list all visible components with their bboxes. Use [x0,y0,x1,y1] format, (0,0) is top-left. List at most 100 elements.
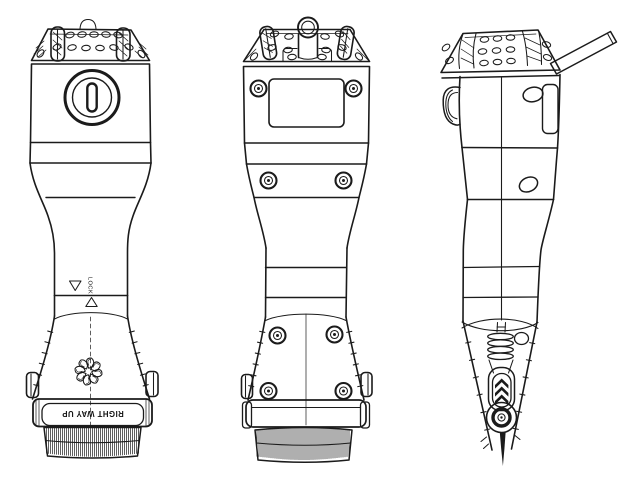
vent-hole [354,52,364,61]
vent-hole [101,31,111,38]
down-triangle-icon [68,280,82,292]
access-panel [268,78,345,128]
arming-rod [549,30,618,75]
vent-hole [445,56,454,65]
front-upper-body [29,63,152,164]
pinwheel-icon [74,357,103,386]
vent-hole [81,44,91,52]
vent-hole [337,44,347,51]
vent-hole [109,44,119,51]
rear-crown-cap [242,16,371,63]
lock-label: LOCK [87,277,93,294]
vent-hole [479,36,490,43]
side-lower-body [462,198,555,323]
chevron-icon [495,378,509,405]
edge-notches [33,330,536,431]
vent-hole [95,44,105,52]
base-foot [241,401,253,429]
vent-hole [492,58,503,66]
keyhole-icon [63,69,121,126]
oval-port [513,331,530,346]
side-panel [541,83,559,135]
vent-hole [321,46,331,54]
spike [499,432,506,466]
side-view [440,29,618,466]
vent-hole [287,53,297,61]
arming-prong [336,25,355,61]
rear-view [240,16,373,463]
vent-hole [124,43,134,51]
vent-hole [67,44,77,51]
front-lower-body [29,162,152,317]
wheel-icon [485,401,518,434]
rear-base [240,79,373,463]
rear-upper-body [242,65,371,165]
vent-hole [479,59,489,67]
vent-hole [284,33,294,40]
vent-holes [249,30,364,61]
spring-coil [487,332,514,361]
vent-hole [477,48,488,55]
ribbed-skirt [254,426,353,463]
vent-hole [283,46,293,54]
oval-port [518,176,539,193]
screw-icon [325,325,344,344]
oval-port [522,86,544,103]
vent-hole [267,44,277,51]
rear-lower-body [245,163,368,318]
front-crown-cap [30,18,151,62]
vent-hole [269,30,280,38]
vent-hole [541,41,552,48]
ribbed-skirt [43,426,142,459]
base-tab [25,371,40,399]
vent-holes [36,31,146,59]
arming-prong [115,27,131,62]
vent-hole [334,30,345,38]
vent-hole [320,33,330,40]
vent-hole [137,49,146,59]
vent-hole [77,31,87,38]
vent-hole [505,46,516,53]
side-clip [442,86,461,126]
screw-icon [268,326,287,345]
orientation-label: RIGHT WAY UP [62,409,124,418]
vent-holes [441,34,553,67]
vent-hole [492,35,503,42]
vent-hole [65,31,75,39]
base-tab [360,371,373,398]
vent-hole [441,43,451,52]
screw-icon [249,79,268,98]
vent-hole [89,31,99,38]
lock-indicator: LOCK [53,277,129,308]
side-crown-cap [440,29,618,79]
top-dome [79,18,97,30]
prong-channel [458,32,477,70]
probe-top [496,321,507,333]
vent-hole [249,52,259,61]
arming-prong [259,25,278,61]
screws [249,79,363,401]
vent-hole [52,43,62,51]
front-base: RIGHT WAY UP [25,312,159,459]
up-triangle-icon [85,296,98,308]
screw-icon [334,171,353,190]
prong-channel [521,29,543,67]
side-nose [461,318,539,466]
base-foot [359,401,371,429]
vent-hole [491,47,502,54]
vent-hole [542,53,553,62]
fuze-tube [297,16,319,60]
base-tab [145,370,159,398]
screw-icon [259,171,278,190]
vent-hole [506,57,516,65]
screw-icon [344,79,363,98]
vent-hole [317,53,327,61]
vent-hole [36,49,45,58]
vent-hole [113,31,123,39]
side-upper-body [442,73,561,321]
screw-icon [334,381,353,401]
screw-icon [259,381,278,401]
vent-hole [505,34,516,41]
